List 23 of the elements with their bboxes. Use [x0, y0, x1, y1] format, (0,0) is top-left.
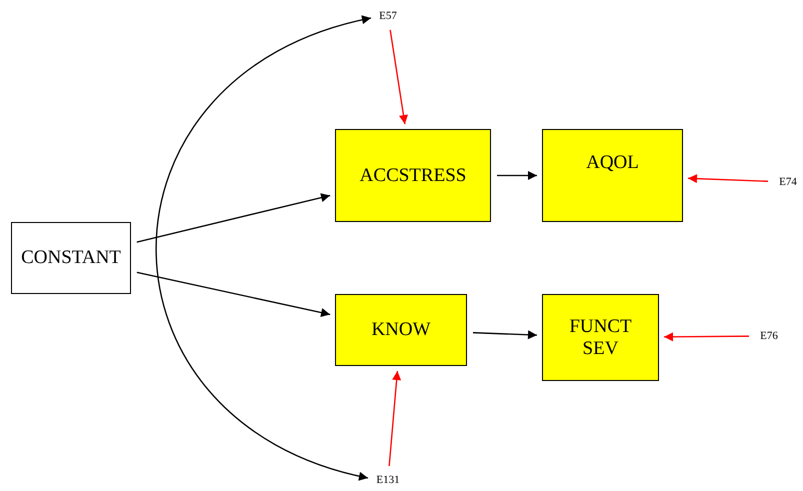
arrow: [497, 171, 537, 180]
error-term-label: E131: [376, 474, 400, 486]
variable-box: [335, 294, 467, 366]
variable-name: FUNCT SEV: [568, 316, 633, 360]
error-term-label: E57: [379, 10, 397, 22]
error-term-label: E74: [779, 176, 797, 188]
arrow: [390, 30, 408, 124]
arrow: [136, 193, 330, 243]
variable-box: [542, 129, 683, 222]
variable-box: [11, 222, 131, 294]
variable-name: AQOL: [585, 152, 640, 174]
arrow: [688, 174, 768, 184]
variable-name: KNOW: [370, 319, 432, 341]
covariance-arc: [156, 16, 372, 480]
arrow: [388, 370, 402, 466]
arrow: [664, 332, 749, 342]
arrow: [136, 272, 330, 317]
arrow: [472, 330, 538, 340]
variable-box: [542, 294, 659, 381]
error-term-label: E76: [760, 330, 778, 342]
variable-name: ACCSTRESS: [358, 164, 468, 186]
variable-box: [335, 129, 491, 222]
variable-name: CONSTANT: [20, 247, 122, 269]
